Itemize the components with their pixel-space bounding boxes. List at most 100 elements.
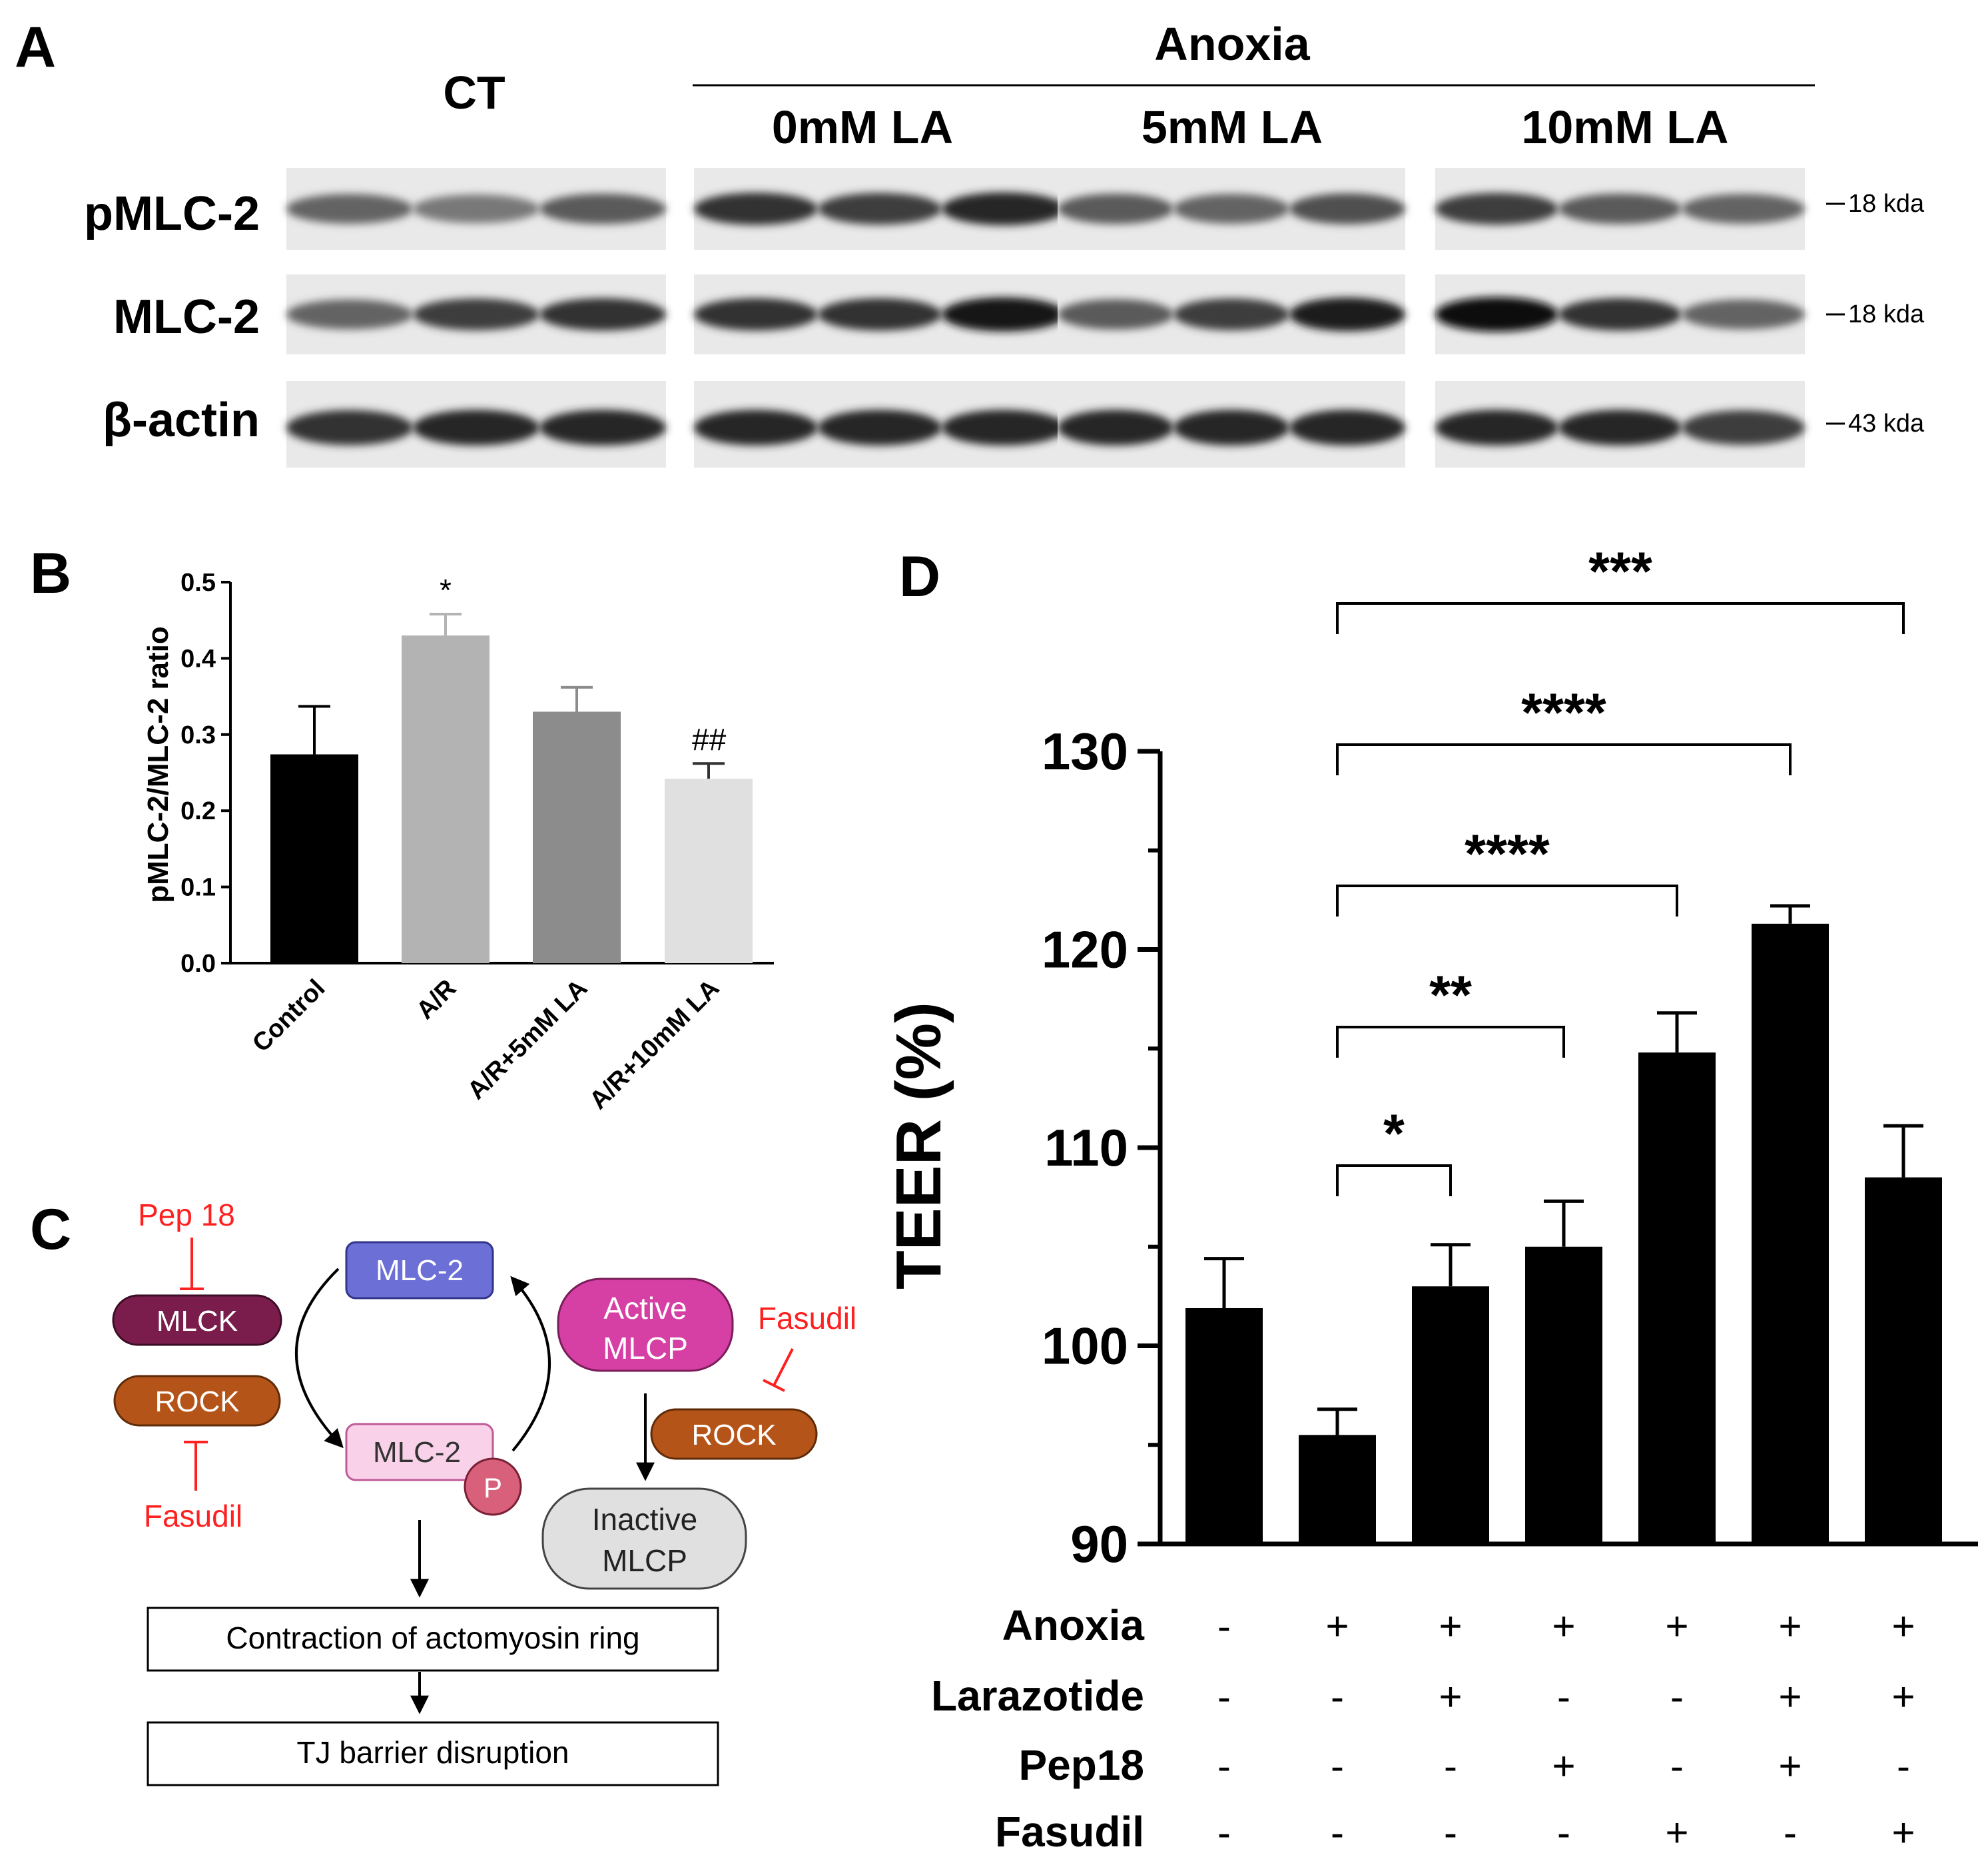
blot-band: [1173, 410, 1289, 446]
panel-b-annotation: ##: [691, 722, 727, 757]
row-label-bactin: β-actin: [103, 394, 260, 447]
mw-marker-pmlc2: 18 kda: [1848, 190, 1925, 218]
condition-mark: -: [1557, 1810, 1570, 1855]
condition-mark: -: [1331, 1810, 1344, 1855]
blot-band: [1558, 410, 1682, 446]
mw-marker-mlc2: 18 kda: [1848, 300, 1925, 328]
condition-mark: +: [1325, 1604, 1349, 1649]
tj-label: TJ barrier disruption: [296, 1735, 569, 1770]
blot-band: [539, 193, 666, 224]
condition-mark: -: [1670, 1675, 1684, 1719]
rock-left-node: [113, 1375, 281, 1427]
active-mlcp-label-1: Active: [603, 1291, 687, 1325]
condition-row-label: Anoxia: [1002, 1601, 1145, 1649]
panel-b-x-tick-label: A/R+5mM LA: [462, 974, 593, 1105]
condition-mark: +: [1665, 1810, 1688, 1855]
condition-mark: -: [1217, 1675, 1231, 1719]
condition-mark: +: [1439, 1675, 1462, 1719]
pep18-label: Pep 18: [138, 1198, 235, 1232]
blot-band: [539, 410, 666, 446]
panel-a: A Anoxia CT 0mM LA 5mM LA 10mM LA pMLC-2…: [15, 15, 1925, 468]
phosphorylation-arrow: [295, 1268, 344, 1449]
active-mlcp-label-2: MLCP: [603, 1331, 688, 1365]
mlc2-p-label: MLC-2: [373, 1436, 461, 1469]
panel-d-significance-label: ****: [1521, 683, 1606, 743]
phosphate-circle: [464, 1457, 522, 1516]
panel-b-bar: [533, 711, 621, 963]
anoxia-header: Anoxia: [1154, 18, 1310, 70]
condition-mark: +: [1778, 1604, 1802, 1649]
condition-mark: -: [1444, 1810, 1457, 1855]
panel-d-significance-bracket: [1336, 1026, 1565, 1058]
panel-d-significance-bracket: [1336, 885, 1678, 917]
blot-band: [413, 410, 539, 446]
condition-mark: -: [1897, 1744, 1910, 1788]
blot-band: [694, 298, 818, 331]
blot-band: [1173, 298, 1289, 330]
panel-b-y-tick-label: 0.5: [180, 569, 216, 597]
blot-band: [694, 410, 818, 446]
panel-d-bar: [1752, 923, 1829, 1544]
condition-mark: -: [1557, 1675, 1570, 1719]
blot-band: [1289, 193, 1405, 224]
panel-b-bar: [270, 754, 358, 963]
blot-band: [1558, 298, 1682, 331]
panel-b-annotation: *: [440, 573, 452, 607]
active-mlcp-node: [557, 1278, 734, 1372]
blot-band: [1558, 193, 1682, 224]
condition-row-label: Fasudil: [995, 1808, 1144, 1856]
group-label-ct: CT: [443, 67, 505, 119]
panel-d-significance-label: ****: [1465, 824, 1550, 885]
phosphate-label: P: [484, 1472, 502, 1503]
blot-band: [539, 298, 666, 331]
group-label-10mm: 10mM LA: [1521, 101, 1728, 153]
panel-d-significance-bracket: [1336, 743, 1792, 775]
condition-row-label: Pep18: [1018, 1741, 1144, 1789]
fasudil-right-inhibit-line: [773, 1348, 794, 1386]
condition-mark: -: [1784, 1810, 1797, 1855]
condition-row-label: Larazotide: [931, 1672, 1144, 1720]
blot-band: [1682, 410, 1805, 445]
blot-band: [818, 410, 942, 446]
blot-band: [1435, 410, 1558, 446]
panel-d-ylabel: TEER (%): [883, 1002, 954, 1290]
blot-band: [1682, 299, 1805, 330]
panel-b-bar: [402, 635, 490, 963]
condition-mark: -: [1331, 1744, 1344, 1788]
condition-mark: +: [1891, 1604, 1915, 1649]
panel-d-bar: [1185, 1307, 1263, 1544]
panel-b-ylabel: pMLC-2/MLC-2 ratio: [142, 626, 174, 903]
mw-markers: 18 kda 18 kda 43 kda: [1826, 190, 1925, 438]
panel-d-letter: D: [899, 545, 940, 609]
condition-mark: -: [1217, 1810, 1231, 1855]
rock-right-node: [650, 1408, 818, 1460]
blot-band: [286, 410, 413, 446]
blot-band: [1682, 194, 1805, 224]
panel-b-letter: B: [30, 542, 71, 605]
blot-band: [1058, 410, 1173, 446]
contraction-label: Contraction of actomyosin ring: [226, 1621, 639, 1655]
panel-d-significance-bracket: [1336, 602, 1905, 634]
condition-table: Anoxia-++++++Larazotide--+--++Pep18---+-…: [931, 1601, 1915, 1856]
mw-marker-bactin: 43 kda: [1848, 410, 1925, 438]
panel-d-bar: [1638, 1052, 1716, 1544]
panel-d-y-tick-label: 130: [1042, 722, 1128, 781]
panel-d-bar: [1412, 1286, 1489, 1544]
row-label-pmlc2: pMLC-2: [84, 187, 260, 240]
blot-band: [1173, 194, 1289, 224]
panel-b-bar: [665, 779, 753, 963]
panel-b-y-tick-label: 0.4: [180, 645, 216, 673]
inactive-mlcp-node: [541, 1487, 747, 1590]
blot-band: [1435, 192, 1558, 225]
mlc2-p-node: [345, 1423, 494, 1481]
panel-d-significance-label: **: [1429, 965, 1472, 1026]
blot-band: [942, 410, 1066, 446]
panel-d-significance-label: *: [1383, 1104, 1405, 1164]
panel-d-y-tick-label: 100: [1042, 1317, 1128, 1375]
condition-mark: -: [1670, 1744, 1684, 1788]
fasudil-right-label: Fasudil: [758, 1301, 856, 1335]
blot-band: [942, 192, 1066, 226]
blot-band: [1058, 299, 1173, 330]
